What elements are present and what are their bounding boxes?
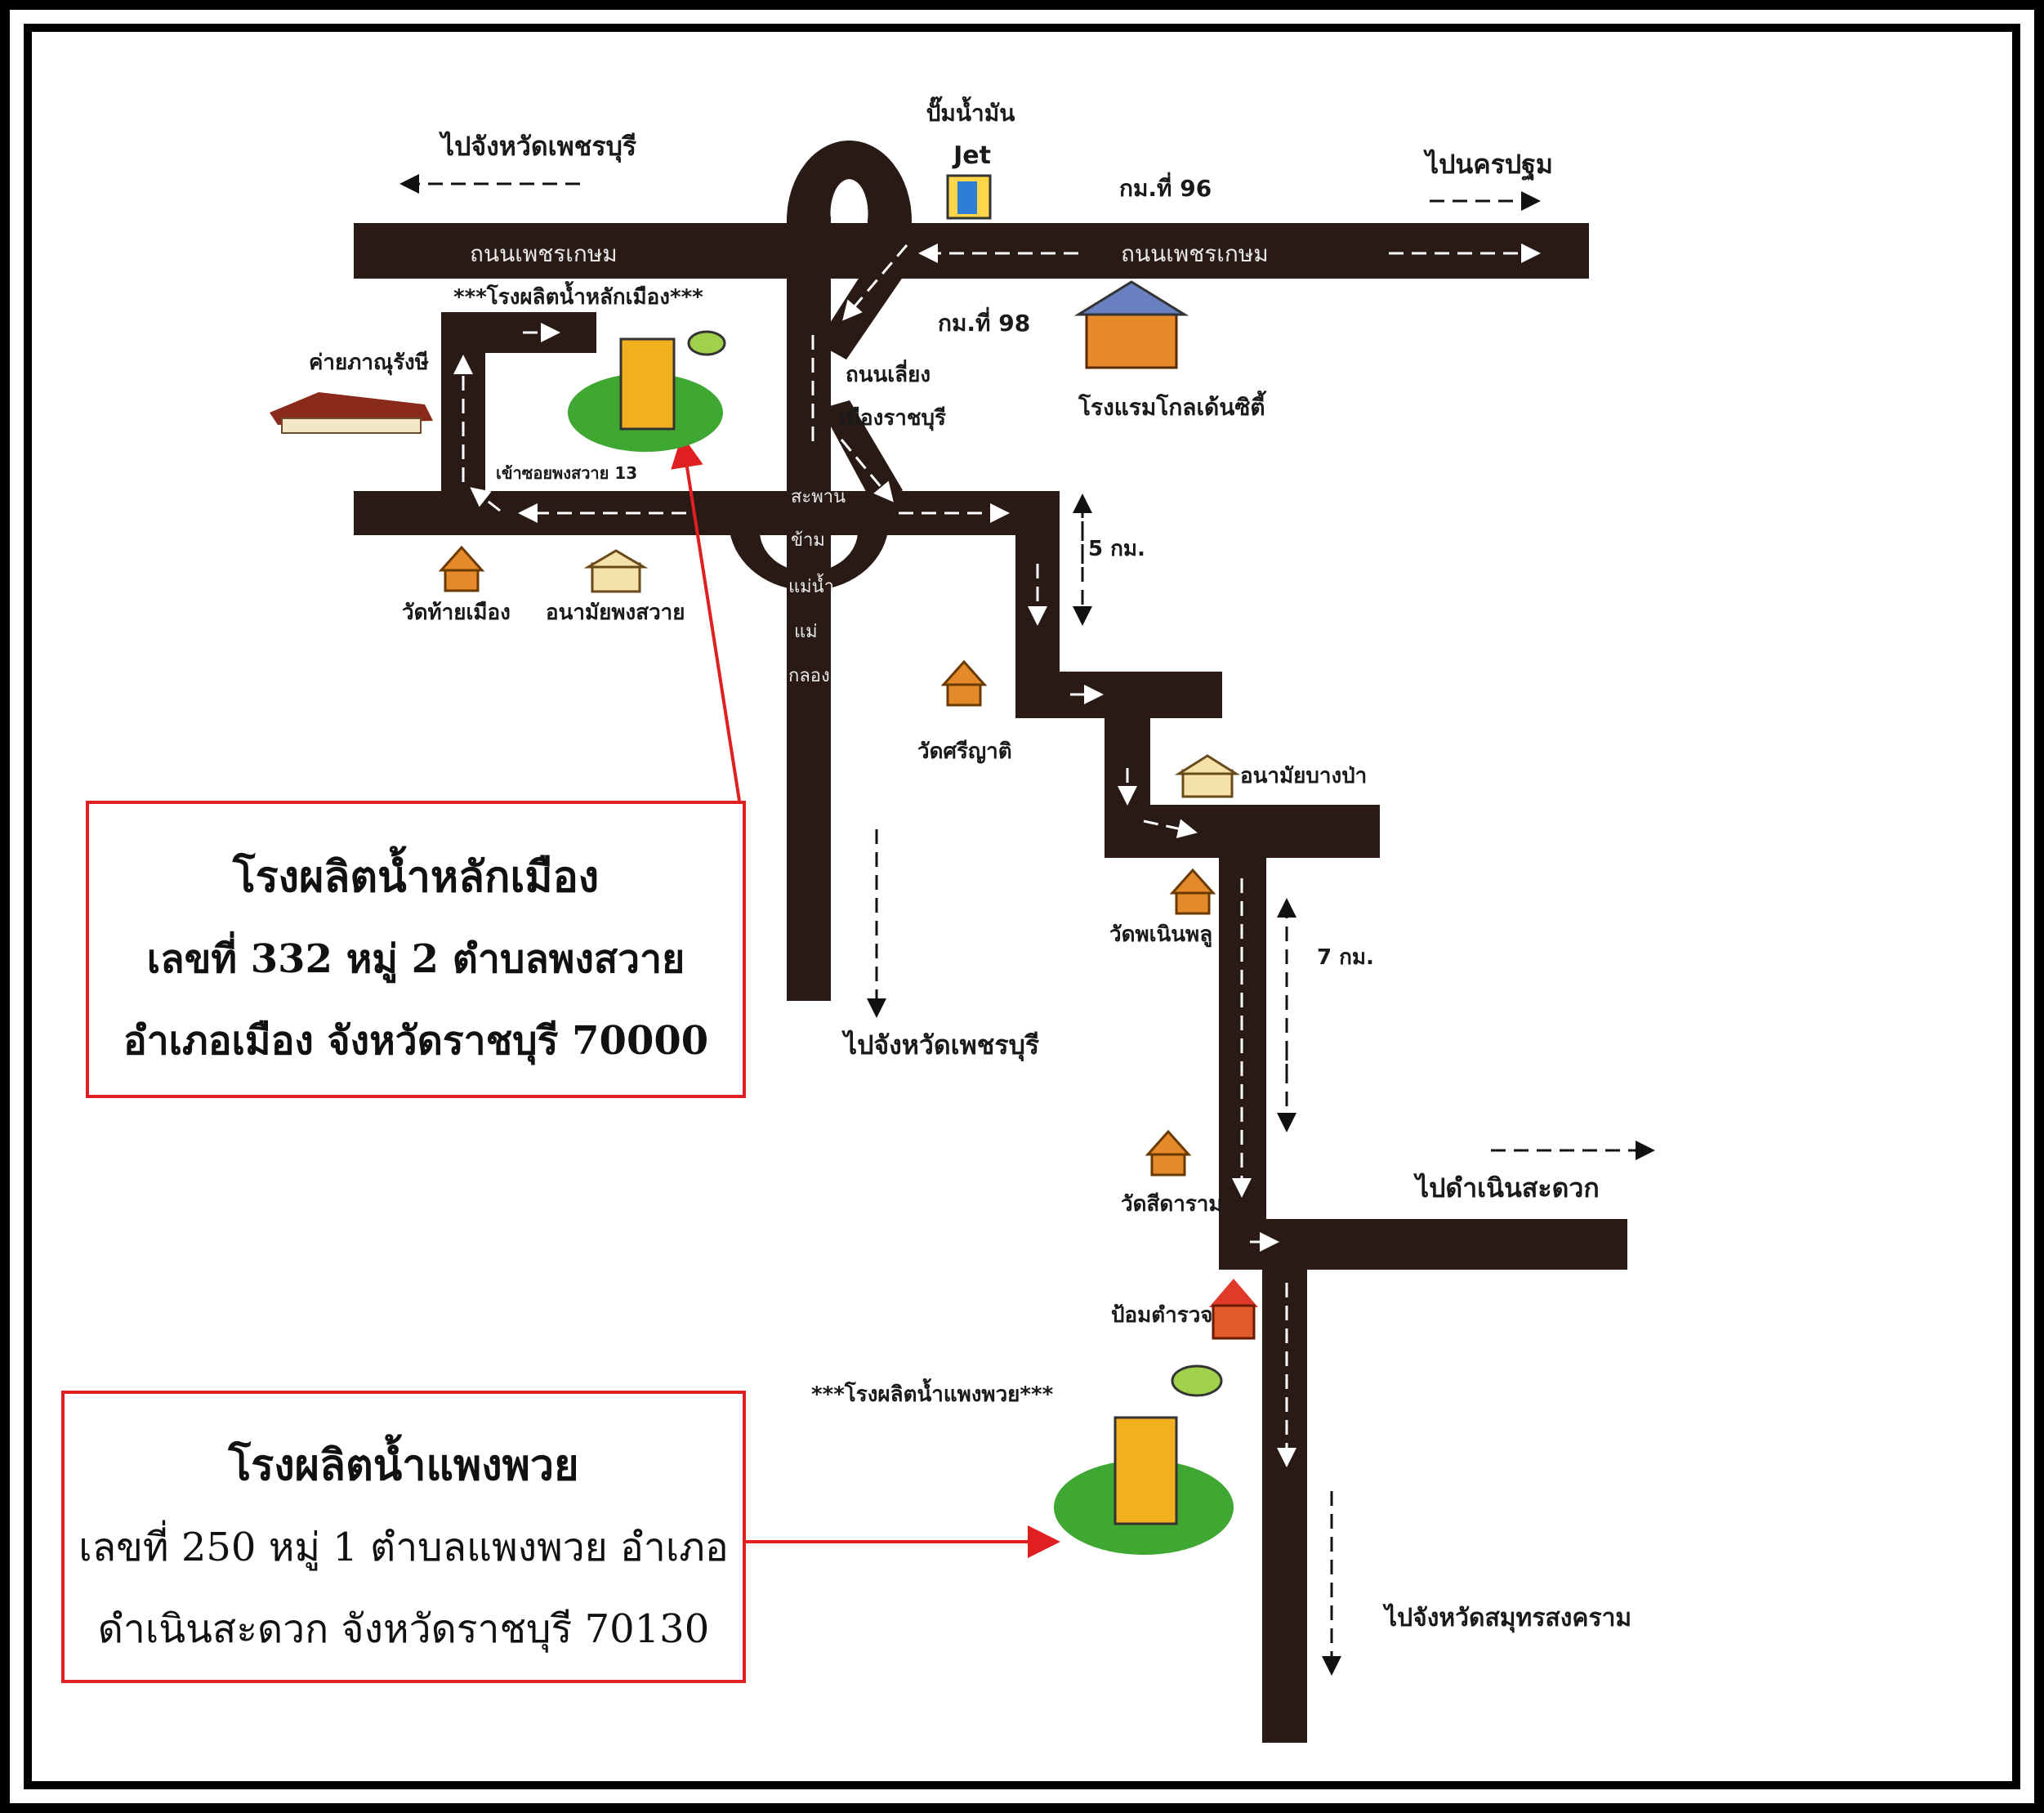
- road-diagonal: [817, 229, 925, 359]
- label-bridge-2: ข้าม: [791, 530, 825, 551]
- label-to-damnoen: ไปดำเนินสะดวก: [1413, 1172, 1600, 1203]
- road-bridge-loop: [730, 531, 888, 591]
- label-to-samut-songkhram: ไปจังหวัดสมุทรสงคราม: [1382, 1603, 1631, 1633]
- callout-arrows: [671, 435, 1060, 1558]
- label-jet: Jet: [952, 141, 991, 170]
- label-wat-thai-mueang: วัดท้ายเมือง: [402, 601, 511, 625]
- label-to-phetchaburi-top: ไปจังหวัดเพชรบุรี: [439, 131, 636, 163]
- label-wat-sri-yati: วัดศรีญาติ: [917, 739, 1012, 764]
- label-to-nakhon-pathom: ไปนครปฐม: [1423, 149, 1553, 181]
- road-u-turn: [787, 140, 912, 245]
- callout-phaengphuai-title: โรงผลิตน้ำแพงพวย: [228, 1440, 579, 1490]
- label-bypass-2: เมืองราชบุรี: [839, 406, 946, 431]
- road-bridge-diag: [821, 400, 903, 507]
- camp-icon: [270, 392, 433, 434]
- label-petrol-pump: ปั๊มน้ำมัน: [926, 96, 1015, 127]
- road-south: [1262, 1226, 1307, 1743]
- label-police-box: ป้อมตำรวจ: [1111, 1303, 1213, 1328]
- hotel-icon: [1073, 280, 1189, 369]
- label-bypass-1: ถนนเลี่ยง: [846, 359, 931, 387]
- label-km96: กม.ที่ 96: [1119, 172, 1212, 202]
- label-bridge-3: แม่น้ำ: [788, 574, 834, 597]
- label-km98: กม.ที่ 98: [938, 306, 1030, 337]
- road-soi-top: [441, 312, 596, 353]
- label-soi-phongsawai: เข้าซอยพงสวาย 13: [496, 463, 637, 483]
- callout-phaengphuai: โรงผลิตน้ำแพงพวย เลขที่ 250 หมู่ 1 ตำบลแ…: [61, 1391, 746, 1683]
- plant-building-icon: [568, 330, 726, 452]
- label-anamai-bangpa: อนามัยบางป่า: [1240, 764, 1367, 788]
- police-box-icon: [1209, 1279, 1258, 1340]
- callout-lakmueang-title: โรงผลิตน้ำหลักเมือง: [232, 852, 600, 902]
- label-km7: 7 กม.: [1317, 945, 1374, 970]
- label-phetkasem-left: ถนนเพชรเกษม: [470, 240, 618, 267]
- label-wat-phanoen-phlu: วัดพเนินพลู: [1109, 922, 1212, 948]
- label-wat-sitaram: วัดสีดาราม: [1121, 1192, 1223, 1217]
- label-camp: ค่ายภาณุรังษี: [309, 351, 429, 376]
- inner-frame: [24, 24, 2020, 1789]
- road-guides: [453, 243, 1541, 1467]
- temple-icon: [438, 545, 1216, 1177]
- label-phetkasem-right: ถนนเพชรเกษม: [1121, 240, 1269, 267]
- label-plant-phaengphuai-small: ***โรงผลิตน้ำแพงพวย***: [811, 1378, 1054, 1407]
- callout-phaengphuai-line2: ดำเนินสะดวก จังหวัดราชบุรี 70130: [97, 1606, 710, 1652]
- callout-lakmueang-line1: เลขที่ 332 หมู่ 2 ตำบลพงสวาย: [146, 936, 685, 982]
- callout-lakmueang-line2: อำเภอเมือง จังหวัดราชบุรี 70000: [123, 1018, 709, 1064]
- health-center-icon: [583, 549, 1241, 798]
- road-bypass-vertical: [787, 217, 831, 1001]
- road-phetkasem: [354, 223, 1589, 279]
- label-anamai-phongsawai: อนามัยพงสวาย: [546, 601, 685, 625]
- label-km5: 5 กม.: [1088, 537, 1145, 561]
- road-soi-vertical: [441, 343, 485, 535]
- label-bridge-5: กลอง: [788, 666, 830, 686]
- label-bridge-1: สะพาน: [791, 487, 846, 507]
- label-bridge-4: แม่: [794, 622, 818, 642]
- label-hotel: โรงแรมโกลเด้นซิตี้: [1078, 390, 1267, 421]
- callout-lakmueang: โรงผลิตน้ำหลักเมือง เลขที่ 332 หมู่ 2 ตำ…: [86, 801, 746, 1098]
- jet-pump-icon: [946, 174, 992, 220]
- callout-phaengphuai-line1: เลขที่ 250 หมู่ 1 ตำบลแพงพวย อำเภอ: [78, 1525, 729, 1570]
- label-plant-lakmueang-small: ***โรงผลิตน้ำหลักเมือง***: [453, 280, 703, 310]
- plant-building-icon-2: [1054, 1364, 1234, 1555]
- label-to-phetchaburi-mid: ไปจังหวัดเพชรบุรี: [841, 1029, 1039, 1062]
- road-step3-down: [1219, 805, 1266, 1266]
- external-arrows: [399, 174, 1655, 1676]
